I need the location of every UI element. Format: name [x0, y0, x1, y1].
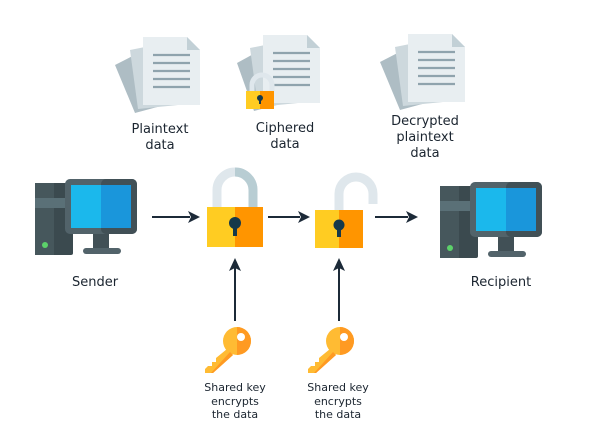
arrow-lock-to-lock	[268, 211, 310, 223]
key1-label-line: encrypts	[211, 394, 259, 408]
ciphered-label: Ciphered data	[235, 121, 335, 153]
key2-label-line: the data	[314, 408, 362, 421]
arrow-key2-to-lock	[333, 258, 345, 321]
small-padlock-icon	[246, 72, 275, 109]
key1-label-line: the data	[211, 408, 259, 421]
arrow-sender-to-lock	[152, 211, 200, 223]
ciphered-label-line: data	[270, 137, 300, 152]
closed-padlock-icon	[207, 167, 263, 247]
decrypted-label-line: plaintext	[396, 130, 454, 145]
key2-label: Shared key encrypts the data	[288, 381, 388, 422]
recipient-label: Recipient	[470, 275, 532, 290]
recipient-computer-icon	[440, 182, 542, 258]
sender-label: Sender	[71, 275, 119, 290]
plaintext-document-stack-icon	[115, 37, 200, 113]
ciphered-document-stack-icon	[237, 35, 320, 111]
plaintext-label: Plaintext data	[110, 122, 210, 154]
arrow-key1-to-lock	[229, 258, 241, 321]
open-padlock-icon	[315, 172, 378, 248]
ciphered-label-line: Ciphered	[255, 121, 315, 136]
sender-computer-icon	[35, 179, 137, 255]
plaintext-label-line: Plaintext	[131, 122, 189, 137]
decrypted-label: Decrypted plaintext data	[375, 114, 475, 162]
plaintext-label-line: data	[145, 138, 175, 153]
shared-key-icon	[308, 327, 354, 373]
key2-label-line: Shared key	[307, 381, 369, 394]
key1-label: Shared key encrypts the data	[185, 381, 285, 422]
shared-key-icon	[205, 327, 251, 373]
arrow-lock-to-recipient	[375, 211, 418, 223]
decrypted-document-stack-icon	[380, 34, 465, 110]
decrypted-label-line: Decrypted	[391, 114, 459, 129]
decrypted-label-line: data	[410, 146, 440, 161]
key1-label-line: Shared key	[204, 381, 266, 394]
key2-label-line: encrypts	[314, 394, 362, 408]
